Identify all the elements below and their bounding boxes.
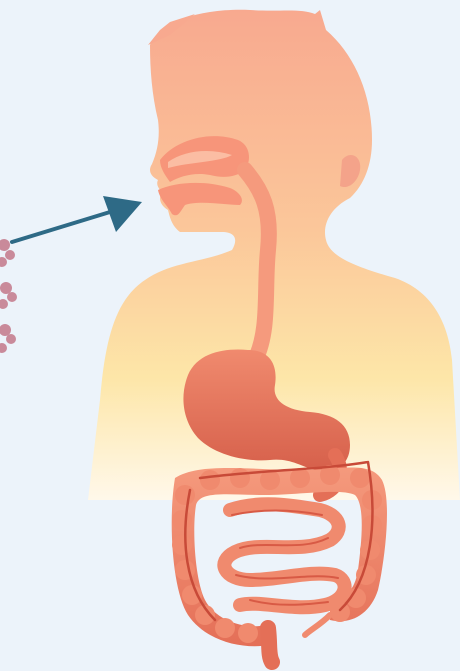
- arrow-right-icon: [12, 196, 142, 242]
- large-intestine: [172, 462, 387, 646]
- rectum: [268, 628, 272, 662]
- food-particle-icon: [0, 239, 17, 353]
- appendix: [305, 615, 330, 635]
- small-intestine: [224, 504, 344, 607]
